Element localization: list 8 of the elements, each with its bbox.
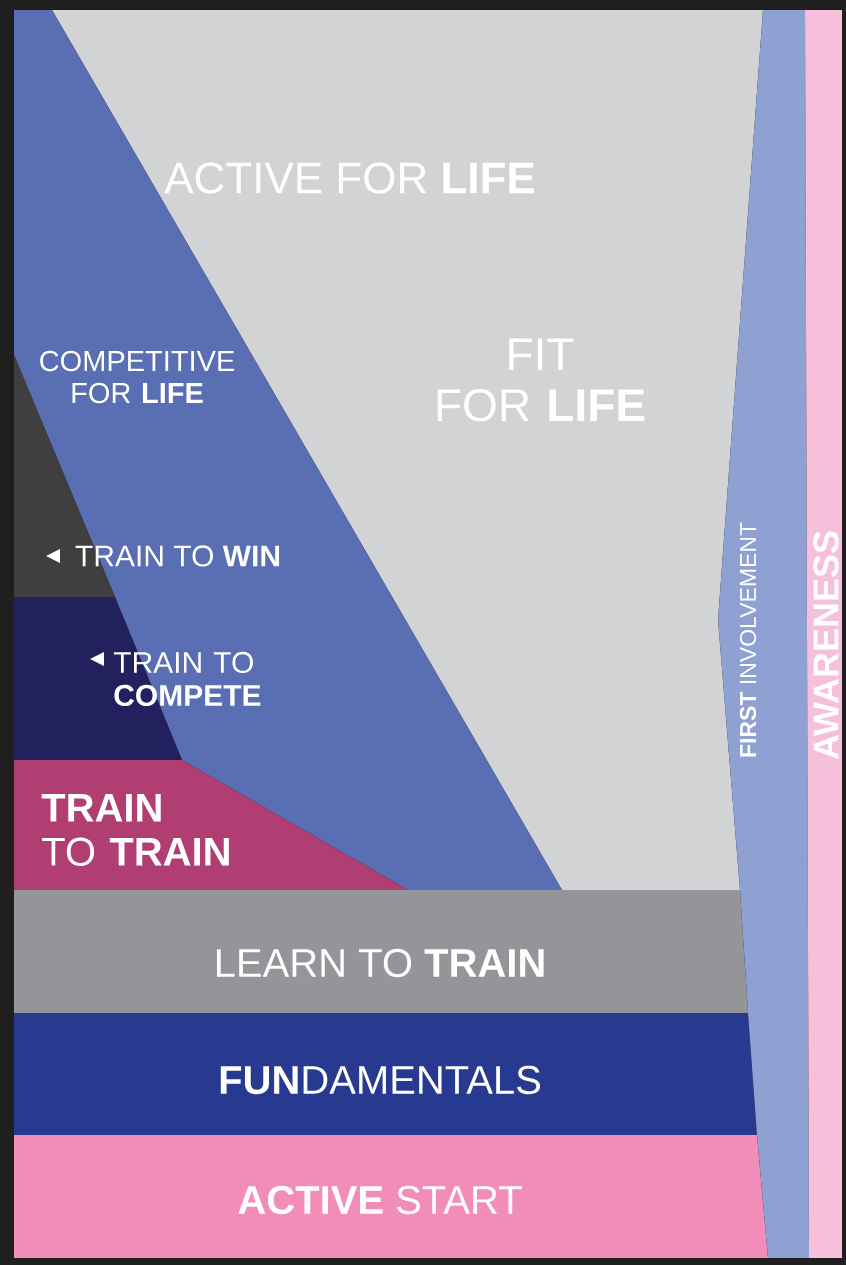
stage-label: ACTIVE START — [238, 1185, 522, 1215]
stage-label: TRAIN TO TRAIN — [41, 794, 229, 866]
stage-label: FUNDAMENTALS — [220, 1065, 541, 1095]
stage-label: COMPETITIVE FOR LIFE — [40, 350, 235, 404]
stage-label: LEARN TO TRAIN — [216, 948, 544, 978]
strip: AWARENESS — [805, 10, 842, 1258]
strip: FIRST INVOLVEMENT — [718, 10, 809, 1258]
stage-label: TRAIN TO COMPETE — [113, 651, 261, 707]
